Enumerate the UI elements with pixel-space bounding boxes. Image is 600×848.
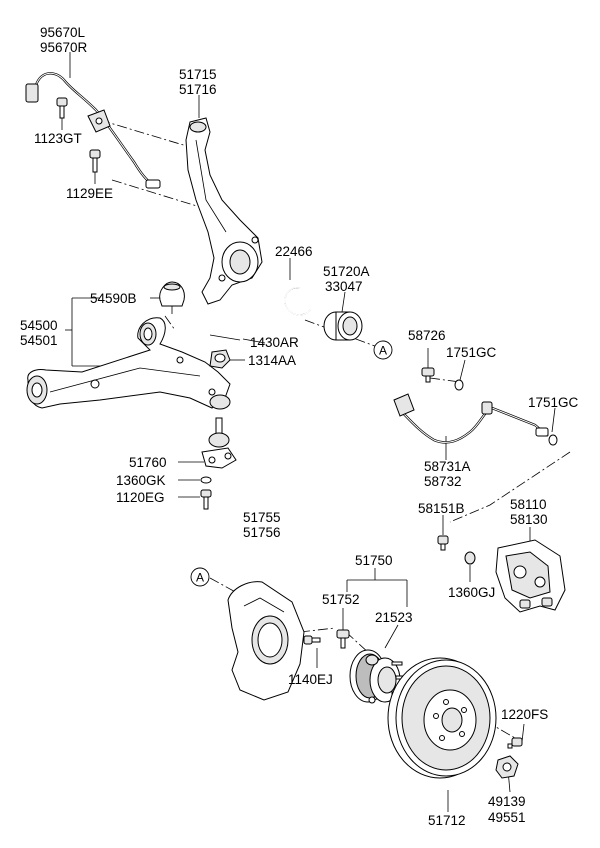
label-51715: 51715	[179, 67, 217, 82]
label-1123gt: 1123GT	[34, 131, 82, 146]
ball-joint-boot	[159, 281, 185, 314]
label-95670r: 95670R	[40, 40, 88, 55]
label-51752: 51752	[322, 592, 360, 607]
callout-a-right: A	[373, 340, 393, 360]
label-1220fs: 1220FS	[501, 707, 548, 722]
hub-bolt-51752	[336, 629, 350, 649]
label-95670l: 95670L	[40, 25, 86, 40]
hub-assembly	[349, 649, 407, 704]
label-1129ee: 1129EE	[66, 186, 113, 201]
label-54501: 54501	[20, 333, 58, 348]
bolt-58726	[421, 367, 435, 383]
callout-a-left-text: A	[196, 571, 204, 585]
label-1120eg: 1120EG	[116, 490, 165, 505]
wheel-bearing	[323, 311, 363, 341]
label-49551: 49551	[488, 810, 526, 825]
bolt-1129ee	[89, 149, 101, 173]
label-21523: 21523	[375, 610, 413, 625]
label-51755: 51755	[243, 510, 281, 525]
brake-caliper	[495, 539, 566, 613]
washer-1360gk	[200, 476, 212, 484]
label-1430ar: 1430AR	[250, 335, 299, 350]
label-51756: 51756	[243, 525, 281, 540]
label-33047: 33047	[325, 279, 363, 294]
bolt-1140ej	[303, 635, 321, 645]
wheel-nut	[495, 755, 519, 779]
label-58726: 58726	[408, 328, 446, 343]
label-49139: 49139	[488, 794, 526, 809]
cotter-pin	[209, 334, 241, 341]
label-58110: 58110	[510, 497, 547, 512]
callout-a-right-text: A	[379, 344, 387, 358]
leader-lines	[61, 52, 556, 812]
label-58731a: 58731A	[424, 459, 471, 474]
label-58130: 58130	[510, 512, 548, 527]
bolt-1120eg	[200, 489, 212, 510]
label-1751gc-b: 1751GC	[528, 395, 579, 410]
label-22466: 22466	[275, 244, 313, 259]
snap-ring	[284, 287, 311, 316]
label-51716: 51716	[179, 82, 217, 97]
brake-disc	[387, 657, 497, 779]
label-51712: 51712	[428, 813, 466, 828]
label-1314aa: 1314AA	[248, 353, 296, 368]
castle-nut	[209, 349, 231, 369]
label-51750: 51750	[355, 553, 393, 568]
bolt-1123gt	[56, 97, 68, 119]
part-labels: 95670L 95670R 1123GT 1129EE 51715 51716 …	[20, 25, 579, 828]
washer-1751gc-b	[548, 434, 558, 446]
steering-knuckle	[185, 117, 263, 305]
dust-cover	[227, 581, 305, 701]
label-54500: 54500	[20, 318, 58, 333]
hub-21523	[365, 654, 379, 666]
dash-dot-guides	[99, 119, 571, 739]
screw-1220fs	[507, 737, 523, 749]
label-1140ej: 1140EJ	[288, 672, 333, 687]
label-1360gk: 1360GK	[116, 473, 166, 488]
label-58151b: 58151B	[418, 501, 465, 516]
label-58732: 58732	[424, 474, 462, 489]
label-51760: 51760	[129, 455, 167, 470]
brake-hose	[393, 393, 549, 444]
wheel-speed-sensor	[25, 72, 161, 189]
bolt-58151b	[437, 535, 449, 551]
washer-1751gc-a	[454, 379, 464, 391]
lower-control-arm	[26, 317, 231, 410]
label-1360gj: 1360GJ	[448, 585, 495, 600]
label-54590b: 54590B	[90, 291, 137, 306]
label-1751gc-a: 1751GC	[446, 345, 497, 360]
callout-a-left: A	[190, 567, 210, 587]
washer-1360gj	[464, 551, 476, 565]
ball-joint	[201, 417, 237, 469]
label-51720a: 51720A	[323, 264, 370, 279]
